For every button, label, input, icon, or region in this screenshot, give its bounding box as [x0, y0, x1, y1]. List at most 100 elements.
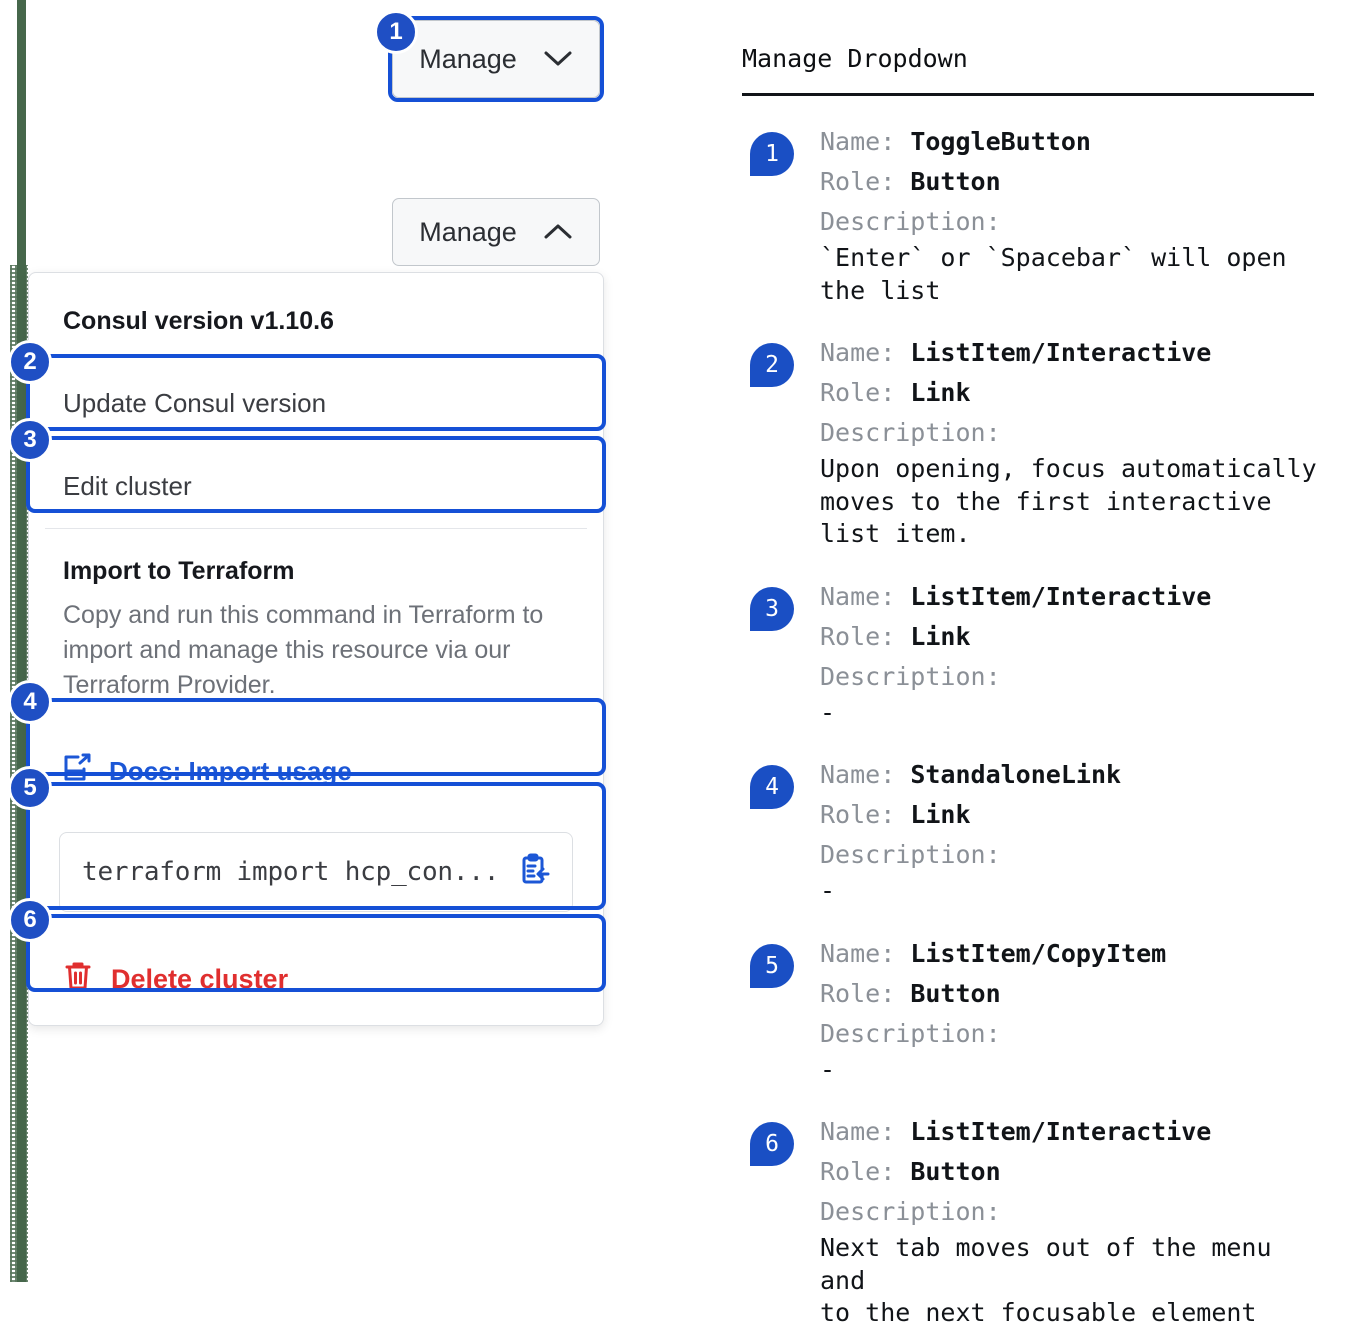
legend-marker-badge: 3 [750, 586, 794, 631]
manage-dropdown-menu: Consul version v1.10.6 Update Consul ver… [28, 272, 604, 1026]
legend-name-line: Name: ListItem/Interactive [820, 333, 1317, 373]
legend-description-value: Next tab moves out of the menu and to th… [820, 1233, 1272, 1327]
marker-badge-6: 6 [8, 898, 52, 942]
manage-toggle-label: Manage [419, 43, 517, 74]
legend-name-label: Name: [820, 1117, 896, 1146]
legend-description-value: `Enter` or `Spacebar` will open the list [820, 243, 1287, 305]
legend-role-label: Role: [820, 978, 896, 1008]
legend-title: Manage Dropdown [742, 44, 968, 73]
legend-divider [742, 93, 1314, 96]
legend-role-value: Link [910, 621, 971, 651]
terraform-command-text: terraform import hcp_con... [82, 857, 500, 887]
legend-role-value: Button [910, 978, 1001, 1008]
trash-icon [63, 960, 93, 999]
legend-description-line: Description: [820, 1014, 1166, 1054]
marker-badge-4: 4 [8, 680, 52, 724]
legend-name-label: Name: [820, 581, 896, 611]
legend-description-line: Description: [820, 835, 1121, 875]
legend-marker-badge: 2 [750, 343, 794, 387]
legend-name-line: Name: ToggleButton [820, 122, 1287, 162]
manage-toggle-label-open: Manage [419, 216, 517, 247]
legend-role-label: Role: [820, 1157, 896, 1186]
docs-import-usage-label: Docs: Import usage [109, 756, 352, 786]
legend-description-label: Description: [820, 1018, 1001, 1048]
marker-badge-2: 2 [8, 340, 52, 384]
terraform-command-box[interactable]: terraform import hcp_con... [59, 832, 573, 912]
chevron-down-icon [543, 50, 573, 68]
legend-description-label: Description: [820, 207, 1001, 236]
legend-name-label: Name: [820, 760, 896, 789]
chevron-up-icon [543, 223, 573, 241]
legend-role-value: Button [910, 1157, 1001, 1186]
legend-name-label: Name: [820, 938, 896, 968]
annotated-ui-pane: Manage Manage Consul version v1.10.6 Upd… [0, 0, 700, 1282]
menu-divider [45, 528, 587, 529]
legend-description-label: Description: [820, 1197, 1001, 1226]
menu-item-update-consul-version[interactable]: Update Consul version [63, 388, 327, 418]
legend-role-line: Role: Button [820, 974, 1166, 1014]
legend-description-label: Description: [820, 840, 1001, 869]
legend-marker-badge: 4 [750, 765, 794, 809]
legend-name-line: Name: ListItem/CopyItem [820, 934, 1166, 974]
marker-badge-5: 5 [8, 766, 52, 810]
legend-description-value: - [820, 1054, 836, 1084]
legend-name-value: ListItem/Interactive [910, 338, 1212, 367]
marker-badge-1: 1 [374, 10, 418, 54]
legend-name-line: Name: StandaloneLink [820, 755, 1121, 795]
import-to-terraform-body: Copy and run this command in Terraform t… [63, 601, 544, 699]
marker-badge-3: 3 [8, 418, 52, 462]
legend-description-value: - [820, 697, 836, 727]
legend-description-label: Description: [820, 661, 1001, 691]
manage-toggle-button-closed[interactable]: Manage [392, 20, 600, 98]
legend-role-label: Role: [820, 378, 896, 407]
menu-item-edit-cluster[interactable]: Edit cluster [63, 471, 192, 501]
import-to-terraform-title: Import to Terraform [63, 557, 295, 585]
legend-role-line: Role: Link [820, 373, 1317, 413]
legend-role-value: Link [910, 378, 971, 407]
legend-description-line: Description: [820, 202, 1287, 242]
legend-role-line: Role: Link [820, 795, 1121, 835]
legend-role-line: Role: Link [820, 617, 1211, 657]
copy-to-clipboard-icon[interactable] [516, 853, 550, 892]
menu-item-delete-cluster[interactable]: Delete cluster [29, 934, 603, 1025]
legend-role-label: Role: [820, 621, 896, 651]
legend-role-line: Role: Button [820, 1152, 1322, 1192]
external-link-doc-icon [63, 753, 91, 790]
legend-marker-badge: 1 [750, 132, 794, 176]
legend-role-line: Role: Button [820, 162, 1287, 202]
legend-description-value: - [820, 876, 836, 905]
legend-name-value: ListItem/Interactive [910, 1117, 1212, 1146]
legend-name-label: Name: [820, 338, 896, 367]
legend-role-label: Role: [820, 167, 896, 196]
legend-role-value: Button [910, 167, 1001, 196]
legend-name-value: StandaloneLink [910, 760, 1122, 789]
menu-item-copy-command[interactable]: terraform import hcp_con... [29, 814, 603, 934]
consul-version-header: Consul version v1.10.6 [63, 307, 334, 335]
legend-name-value: ListItem/CopyItem [910, 938, 1167, 968]
legend-marker-badge: 6 [750, 1122, 794, 1166]
legend-name-label: Name: [820, 127, 896, 156]
legend-name-value: ToggleButton [910, 127, 1091, 156]
delete-cluster-label: Delete cluster [111, 964, 289, 994]
legend-description-line: Description: [820, 1192, 1322, 1232]
legend-description-line: Description: [820, 413, 1317, 453]
legend-role-label: Role: [820, 800, 896, 829]
menu-item-docs-import-usage[interactable]: Docs: Import usage [29, 729, 603, 814]
manage-toggle-button-open[interactable]: Manage [392, 198, 600, 266]
legend-role-value: Link [910, 800, 971, 829]
legend-name-line: Name: ListItem/Interactive [820, 577, 1211, 617]
legend-marker-badge: 5 [750, 943, 794, 988]
legend-name-value: ListItem/Interactive [910, 581, 1212, 611]
